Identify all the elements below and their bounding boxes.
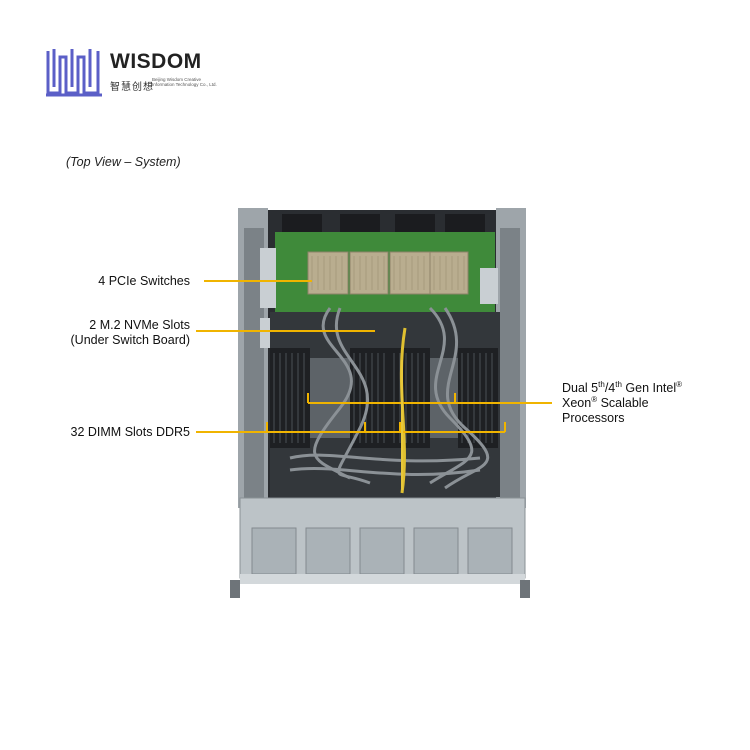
dimm-callout-ticks	[266, 422, 506, 432]
logo-english-line2: Information Technology Co., Ltd.	[152, 82, 217, 87]
cpu-line2b: Scalable	[597, 396, 649, 410]
pcie-switches-label: 4 PCIe Switches	[98, 274, 190, 288]
company-logo: WISDOM 智慧创想 Beijing Wisdom Creative Info…	[46, 47, 246, 99]
processors-label-line1: Dual 5th/4th Gen Intel®	[562, 379, 732, 396]
logo-brand-text: WISDOM	[110, 50, 202, 73]
cpu-callout-ticks	[307, 393, 456, 403]
drive-bays	[251, 527, 513, 575]
m2-nvme-label-line2: (Under Switch Board)	[70, 333, 191, 347]
wisdom-logo-icon	[46, 49, 102, 97]
cpu-reg2: ®	[591, 394, 598, 404]
processors-label-line2: Xeon® Scalable	[562, 394, 732, 411]
logo-english-text: Beijing Wisdom Creative Information Tech…	[152, 77, 252, 87]
rear-connectors	[282, 214, 485, 236]
cpu-suffix: Gen Intel	[621, 381, 677, 395]
m2-nvme-label: 2 M.2 NVMe Slots (Under Switch Board)	[40, 318, 191, 348]
view-caption: (Top View – System)	[66, 155, 181, 169]
heatsink-fins	[311, 256, 465, 290]
pcie-switch-heatsinks	[307, 251, 469, 295]
front-latches	[230, 580, 530, 598]
processors-label: Dual 5th/4th Gen Intel® Xeon® Scalable P…	[562, 379, 732, 426]
cpu-line2a: Xeon	[562, 396, 592, 410]
m2-nvme-label-line1: 2 M.2 NVMe Slots	[89, 318, 190, 332]
logo-chinese-text: 智慧创想	[110, 82, 154, 93]
front-lip	[240, 574, 525, 584]
cpu1-heatsink	[310, 358, 350, 438]
cpu-sup1: th	[598, 379, 605, 389]
processors-label-line3: Processors	[562, 411, 625, 425]
cpu-prefix: Dual 5	[562, 381, 599, 395]
dimm-slots-label: 32 DIMM Slots DDR5	[70, 425, 190, 439]
server-top-view-image	[230, 208, 530, 598]
logo-english-line1: Beijing Wisdom Creative	[152, 77, 202, 82]
cpu-mid: /4	[604, 381, 616, 395]
left-rail-inner	[244, 228, 264, 498]
cpu-sup2: th	[615, 379, 622, 389]
cpu2-heatsink	[430, 358, 458, 438]
cpu-reg1: ®	[676, 379, 683, 389]
dimm-lines	[273, 353, 493, 443]
